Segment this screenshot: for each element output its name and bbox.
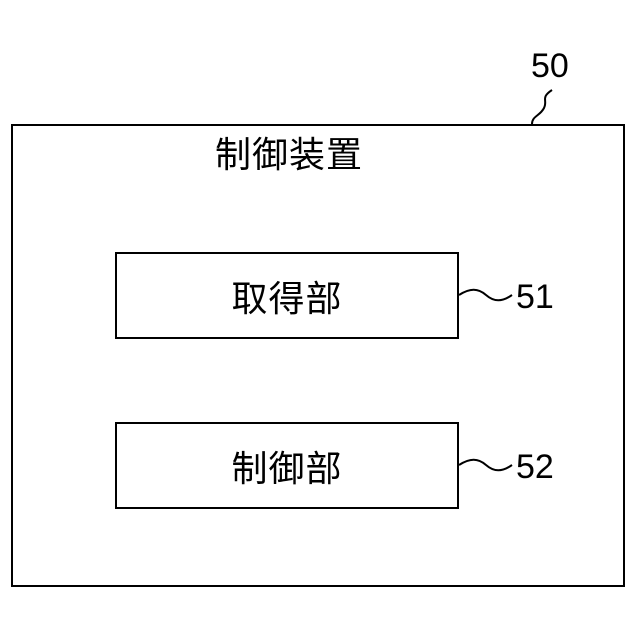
leader-line-50 xyxy=(532,90,552,124)
reference-number-51: 51 xyxy=(516,277,554,317)
acquisition-unit-label: 取得部 xyxy=(231,270,342,322)
reference-number-52: 52 xyxy=(516,447,554,487)
acquisition-unit-box: 取得部 xyxy=(115,252,459,339)
control-unit-label: 制御部 xyxy=(231,440,342,492)
control-device-title: 制御装置 xyxy=(0,134,578,178)
control-device-box xyxy=(11,124,625,587)
reference-number-50: 50 xyxy=(531,46,569,86)
control-unit-box: 制御部 xyxy=(115,422,459,509)
